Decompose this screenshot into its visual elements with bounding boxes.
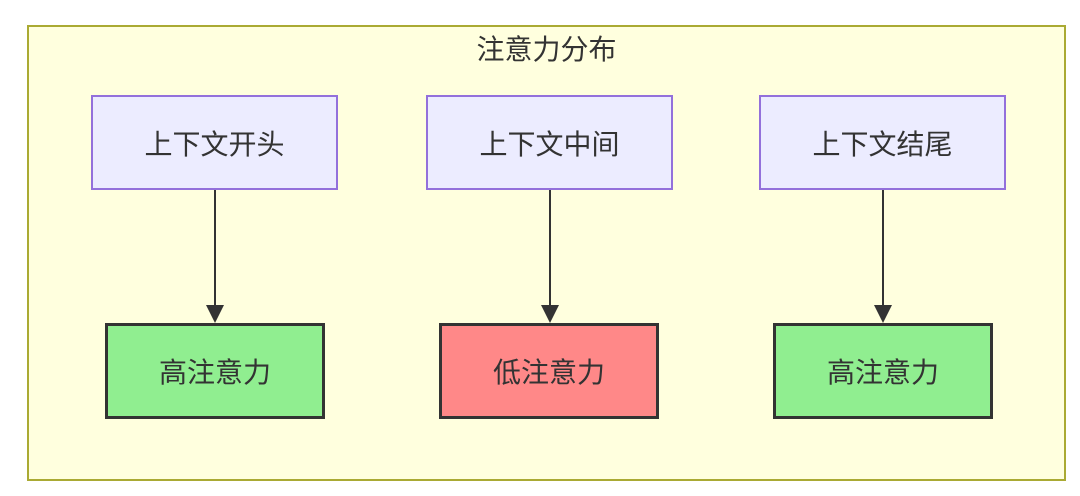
node-high-attention-right: 高注意力 [773,323,993,419]
node-context-beginning: 上下文开头 [91,95,338,190]
node-high-attention-left: 高注意力 [105,323,325,419]
node-label: 上下文中间 [479,128,620,160]
arrow-shaft [882,190,884,307]
node-label: 高注意力 [826,357,939,388]
node-label: 高注意力 [158,357,271,388]
node-context-middle: 上下文中间 [426,95,673,190]
arrowhead-down-icon [206,305,224,323]
arrow-shaft [214,190,216,307]
arrow-context-middle [541,190,559,323]
node-label: 上下文开头 [144,128,285,160]
flowchart-container: 注意力分布 上下文开头 高注意力 上下文中间 低注意力 上下文结尾 高注意力 [27,25,1066,481]
arrow-shaft [549,190,551,307]
node-label: 低注意力 [492,357,605,388]
node-label: 上下文结尾 [812,128,953,160]
arrowhead-down-icon [874,305,892,323]
arrowhead-down-icon [541,305,559,323]
node-context-end: 上下文结尾 [759,95,1006,190]
arrow-context-beginning [206,190,224,323]
diagram-title: 注意力分布 [476,34,617,65]
node-low-attention: 低注意力 [439,323,659,419]
arrow-context-end [874,190,892,323]
